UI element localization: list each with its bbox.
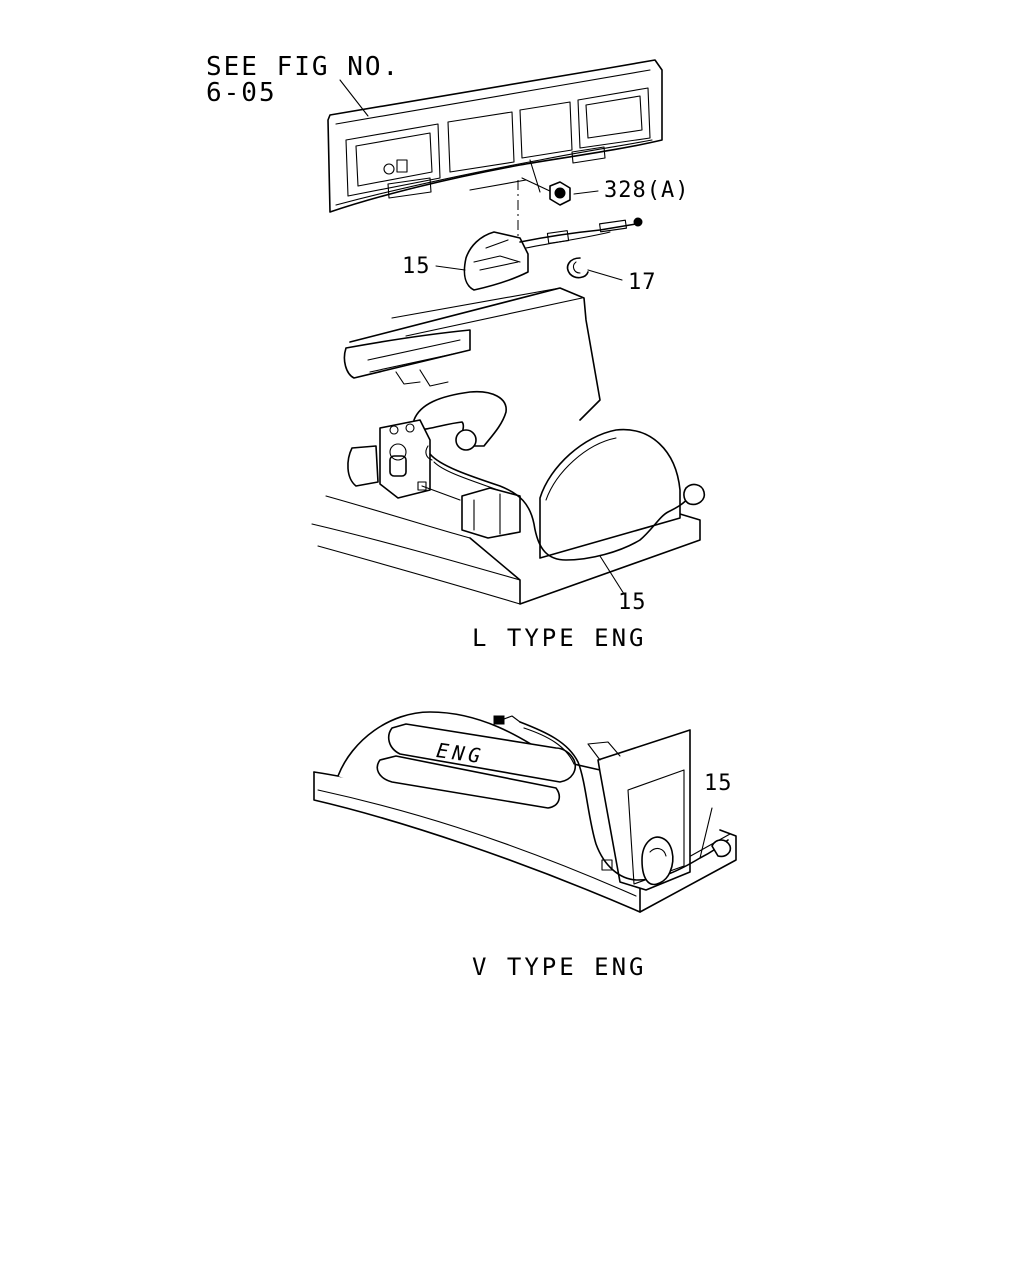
dash-panel	[327, 59, 663, 262]
harness-15-top	[435, 217, 643, 291]
callout-harness-l-type: 15	[618, 590, 647, 615]
v-type-engine	[313, 711, 737, 913]
caption-l-type-engine: L TYPE ENG	[472, 624, 647, 652]
engine-cover-label: ENG	[434, 738, 486, 769]
see-fig-reference-line2: 6-05	[206, 78, 277, 108]
nut-328a	[521, 177, 599, 206]
caption-v-type-engine: V TYPE ENG	[472, 953, 647, 981]
l-type-engine	[311, 287, 706, 605]
see-fig-reference-line1: SEE FIG NO.	[206, 52, 401, 82]
callout-harness-top: 15	[402, 254, 431, 279]
callout-clip: 17	[628, 270, 657, 295]
callout-nut-328a: 328(A)	[604, 178, 690, 203]
clip-17	[566, 257, 623, 281]
callout-harness-v-type: 15	[704, 771, 733, 796]
